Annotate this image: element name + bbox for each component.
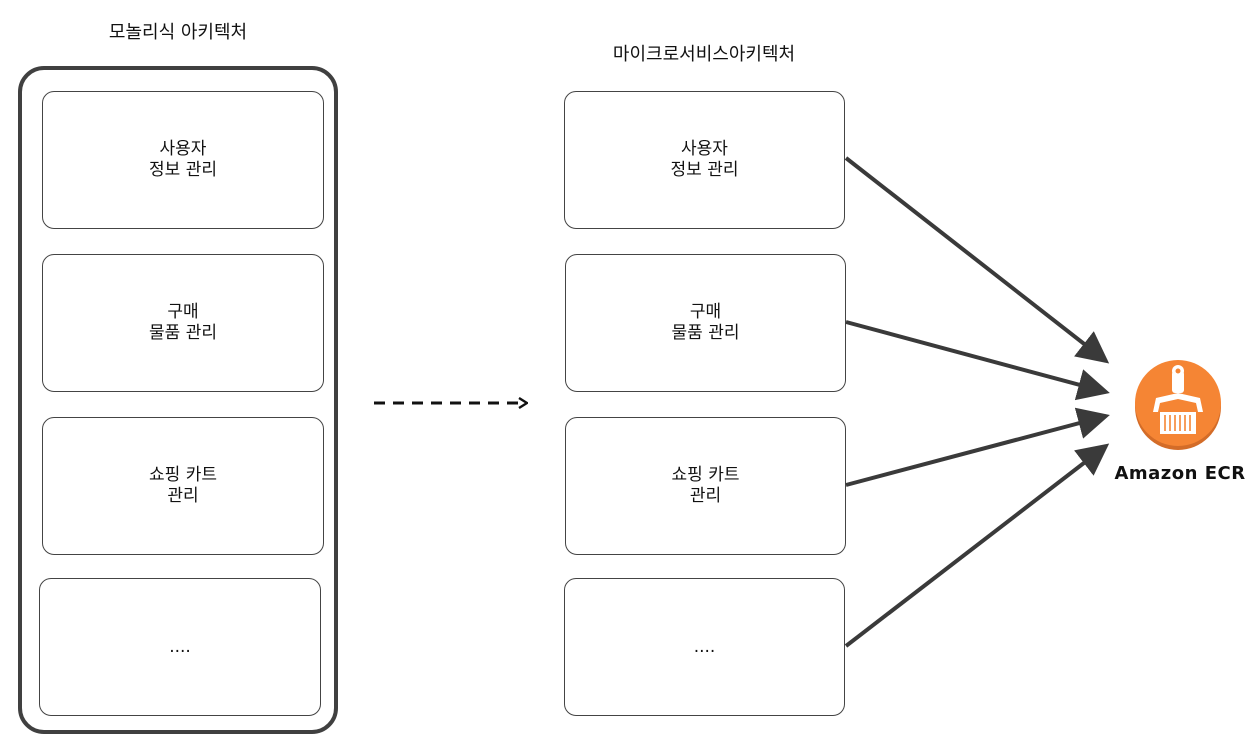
microservices-title: 마이크로서비스아키텍처	[612, 44, 796, 65]
monolith-box-more: ....	[39, 578, 321, 716]
amazon-ecr-label: Amazon ECR	[1114, 463, 1246, 484]
arrow-more-to-ecr	[844, 443, 1110, 648]
arrow-user-info-to-ecr	[844, 156, 1110, 364]
box-label-line2: 정보 관리	[670, 160, 739, 180]
microservice-box-more: ....	[564, 578, 845, 716]
box-label-line2: 정보 관리	[149, 160, 217, 180]
arrow-cart-to-ecr	[845, 407, 1110, 487]
amazon-ecr-icon	[1135, 360, 1221, 450]
box-label-line1: 쇼핑 카트	[671, 465, 740, 485]
box-label-line1: 구매	[167, 302, 199, 322]
box-label-line1: ....	[169, 636, 191, 657]
box-label-line1: 사용자	[681, 139, 728, 159]
box-label-line2: 물품 관리	[149, 323, 217, 343]
arrow-purchase-to-ecr	[845, 320, 1110, 401]
monolith-box-purchase: 구매 물품 관리	[42, 254, 324, 392]
box-label-line1: 쇼핑 카트	[149, 465, 217, 485]
monolith-title: 모놀리식 아키텍처	[108, 22, 248, 43]
monolith-container	[18, 66, 338, 734]
box-label-line2: 관리	[689, 486, 722, 506]
box-label-line1: ....	[693, 636, 716, 657]
microservice-box-purchase: 구매 물품 관리	[565, 254, 846, 392]
monolith-box-user-info: 사용자 정보 관리	[42, 91, 324, 229]
microservice-box-user-info: 사용자 정보 관리	[564, 91, 845, 229]
box-label-line2: 물품 관리	[671, 323, 740, 343]
box-label-line1: 구매	[689, 302, 722, 322]
microservice-box-cart: 쇼핑 카트 관리	[565, 417, 846, 555]
box-label-line2: 관리	[167, 486, 199, 506]
monolith-box-cart: 쇼핑 카트 관리	[42, 417, 324, 555]
box-label-line1: 사용자	[159, 139, 207, 159]
